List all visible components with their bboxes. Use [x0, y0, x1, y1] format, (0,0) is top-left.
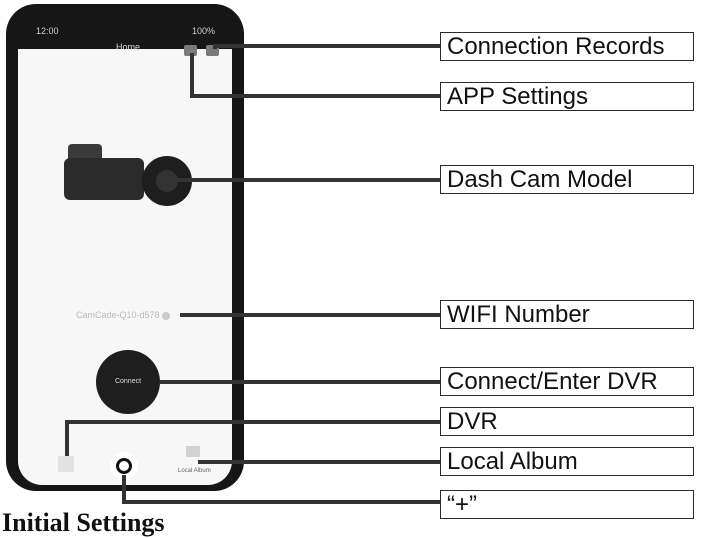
callout-plus: “+” — [440, 490, 694, 519]
callout-connection-records: Connection Records — [440, 32, 694, 61]
connection-records-icon[interactable] — [206, 45, 219, 56]
page-title: Home — [116, 42, 141, 52]
wifi-number-text: CamCade-Q10-d578 — [76, 310, 160, 320]
callout-dvr: DVR — [440, 407, 694, 436]
wifi-number: CamCade-Q10-d578 — [76, 310, 170, 320]
callout-dash-cam-model: Dash Cam Model — [440, 165, 694, 194]
wifi-info-icon[interactable] — [161, 311, 170, 320]
line-app-settings — [190, 53, 440, 98]
callout-app-settings: APP Settings — [440, 82, 694, 111]
line-plus — [122, 475, 440, 504]
line-dvr — [65, 420, 440, 456]
section-heading: Initial Settings — [2, 508, 165, 537]
callout-local-album: Local Album — [440, 447, 694, 476]
dvr-tab-icon[interactable] — [58, 456, 74, 472]
cam-lens-inner — [156, 170, 178, 192]
status-battery: 100% — [192, 26, 216, 36]
album-icon — [186, 446, 200, 457]
cam-body — [64, 158, 144, 200]
callout-connect-enter-dvr: Connect/Enter DVR — [440, 367, 694, 396]
local-album-tab[interactable]: Local Album — [178, 446, 211, 476]
line-connection-records — [213, 44, 440, 49]
app-settings-icon[interactable] — [184, 45, 197, 56]
local-album-tab-label: Local Album — [178, 468, 211, 474]
plus-icon — [116, 458, 132, 474]
status-time: 12:00 — [36, 26, 59, 36]
connect-dvr-button[interactable]: Connect — [96, 350, 160, 414]
callout-wifi-number: WIFI Number — [440, 300, 694, 329]
